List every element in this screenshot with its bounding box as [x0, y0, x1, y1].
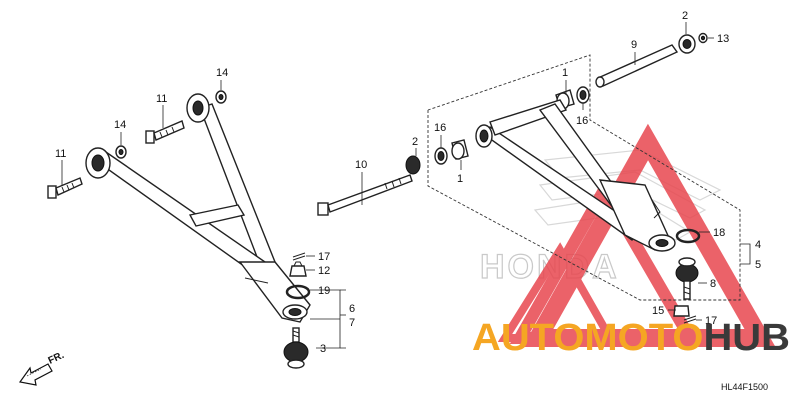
watermark-auto: AUTO	[472, 317, 584, 359]
watermark-moto: MOTO	[584, 317, 703, 359]
watermark-hub: HUB	[703, 317, 790, 359]
callout-2-right: 2	[682, 10, 688, 22]
nut-13	[698, 32, 708, 44]
front-direction-arrow: FR.	[18, 350, 66, 386]
diagram-code: HL44F1500	[721, 382, 768, 392]
callout-1-left: 1	[457, 173, 463, 185]
callout-10: 10	[355, 159, 367, 171]
callout-17-right: 17	[705, 315, 717, 327]
castle-nut-12	[289, 261, 307, 277]
callout-12: 12	[318, 265, 330, 277]
callout-15: 15	[652, 305, 664, 317]
seal-ring-19	[285, 284, 311, 300]
callout-7: 7	[349, 317, 355, 329]
callout-11-upper-rear: 11	[156, 93, 167, 105]
callout-13: 13	[717, 33, 729, 45]
callout-14-upper-front: 14	[114, 119, 126, 131]
callout-18: 18	[713, 227, 725, 239]
nut-14-rear	[215, 90, 227, 104]
callout-2-left: 2	[412, 136, 418, 148]
spacer-2-left	[405, 155, 421, 175]
cotter-pin-17-right	[683, 315, 697, 324]
nut-14-front	[115, 145, 127, 159]
callout-16-right: 16	[576, 115, 588, 127]
seal-16-right	[576, 86, 590, 104]
castle-nut-15	[673, 305, 690, 317]
upper-arm-assembly	[47, 90, 311, 369]
seal-ring-18	[675, 228, 701, 244]
spacer-2-right	[678, 34, 696, 54]
seal-16-left	[434, 147, 448, 165]
upper-arm-bushing-front	[85, 147, 111, 179]
callout-5: 5	[755, 259, 761, 271]
ball-joint-3	[283, 327, 309, 369]
bushing-1-left	[451, 139, 469, 160]
callout-3: 3	[320, 343, 326, 355]
bolt-9	[595, 44, 679, 88]
lower-arm-assembly	[317, 32, 741, 324]
ball-joint-8	[675, 257, 699, 300]
direction-label: FR.	[47, 350, 66, 367]
callouts: 14 11 14 11 17 12 19 6 7 3 10 2 16 1 1 1…	[55, 10, 761, 355]
cotter-pin-17-left	[292, 252, 306, 261]
upper-arm-bushing-rear	[186, 93, 210, 123]
callout-8: 8	[710, 278, 716, 290]
callout-14-upper-rear: 14	[216, 67, 228, 79]
callout-16-left: 16	[434, 122, 446, 134]
callout-11-upper-front: 11	[55, 148, 66, 160]
bolt-10	[317, 174, 413, 216]
bolt-11-front	[47, 177, 83, 199]
callout-4: 4	[755, 239, 761, 251]
leader-lines	[61, 22, 751, 349]
callout-17-left: 17	[318, 251, 330, 263]
callout-6: 6	[349, 303, 355, 315]
callout-1-right: 1	[562, 67, 568, 79]
callout-9: 9	[631, 39, 637, 51]
bolt-11-rear	[145, 120, 185, 144]
red-triangle-logo	[497, 123, 776, 347]
callout-19: 19	[318, 285, 330, 297]
